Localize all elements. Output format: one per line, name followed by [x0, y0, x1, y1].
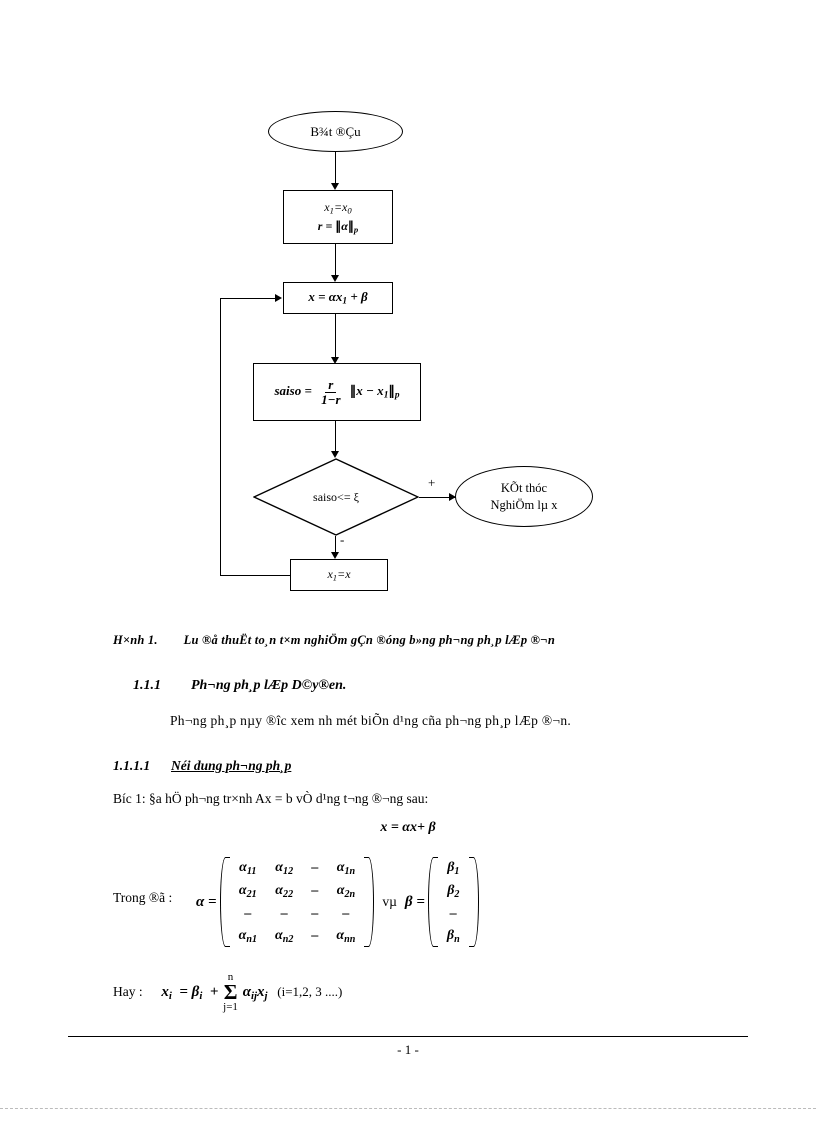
matrix-definition-row: Trong ®ã : [113, 890, 172, 906]
flowchart-error-label: saiso = r 1−r ∥x − x1∥p [274, 376, 400, 407]
sum-upper-limit: n [227, 971, 234, 983]
hay-label: Hay : [113, 983, 143, 999]
table-row: βn [438, 925, 469, 948]
sum-lower-limit: j=1 [223, 1000, 238, 1013]
matrix-cell: α1n [336, 860, 356, 877]
alpha-symbol: α = [196, 893, 217, 910]
matrix-cell: α21 [238, 882, 257, 900]
connector-start-to-init [335, 152, 336, 185]
matrix-cell: βn [446, 927, 460, 945]
vector-paren-left [427, 857, 438, 948]
matrix-cell: – [449, 905, 457, 921]
matrix-cell: – [280, 905, 288, 921]
matrix-cell: α2n [336, 882, 356, 900]
heading-1-1-1-1-number: 1.1.1.1 [113, 758, 151, 773]
flowchart-assign-node: x1=x [290, 559, 388, 591]
flowchart-end-line1: KÕt thóc [500, 480, 548, 495]
table-row: α21 α22 – α2n [230, 880, 365, 903]
heading-1-1-1-1: 1.1.1.1 Néi dung ph­¬ng ph¸p [113, 758, 291, 774]
flowchart-decision-node: saiso<= ξ [253, 458, 419, 536]
connector-decision-to-end [419, 497, 457, 498]
connector-decision-to-assign [335, 536, 336, 556]
flowchart-end-line2: NghiÖm lµ x [490, 497, 558, 512]
matrix-cell: αn2 [275, 927, 294, 945]
flowchart-start-label: B¾t ®Çu [310, 123, 361, 139]
hay-equation: xi = βi + n Σ j=1 αijxj [161, 971, 268, 1013]
arrow-loop-to-iter [275, 294, 282, 302]
diamond-shape-icon [253, 458, 419, 536]
trongdo-label: Trong ®ã : [113, 890, 173, 905]
arrow-decision-to-end [449, 493, 456, 501]
matrix-cell: – [342, 905, 350, 921]
figure-caption-number: H×nh 1. [113, 633, 158, 647]
flowchart-init-line2: r = ∥α∥p [317, 219, 359, 235]
matrix-cell: – [311, 928, 319, 944]
beta-vector: β1 β2 – βn [438, 857, 469, 947]
matrix-paren-left [219, 857, 230, 948]
va-label: vµ [382, 894, 397, 910]
heading-1-1-1: 1.1.1 Ph­¬ng ph¸p lÆp D©y®en. [133, 678, 346, 694]
matrix-cell: – [311, 883, 319, 899]
arrow-start-to-init [331, 183, 339, 190]
connector-loop-left [220, 298, 221, 576]
connector-iter-to-error [335, 314, 336, 359]
branch-yes-label: + [428, 475, 436, 490]
flowchart-init-line1: x1=x0 [324, 199, 352, 215]
table-row: – [438, 903, 469, 925]
arrow-iter-to-error [331, 357, 339, 364]
matrix-cell: – [311, 905, 319, 921]
summation-equation-row: Hay : xi = βi + n Σ j=1 αijxj (i=1,2, 3 … [113, 972, 342, 1013]
matrix-cell: β2 [447, 882, 460, 900]
paragraph-intro: Ph­¬ng ph¸p nµy ®­îc xem nh­ mét biÕn d¹… [170, 713, 572, 728]
connector-error-to-decision [335, 421, 336, 453]
table-row: αn1 αn2 – αnn [230, 925, 365, 948]
flowchart-iteration-label: x = αx1 + β [308, 289, 368, 307]
flowchart-diagram: B¾t ®Çu x1=x0 r = ∥α∥p x = αx1 + β [0, 100, 816, 610]
heading-1-1-1-number: 1.1.1 [133, 678, 161, 693]
beta-symbol: β = [404, 893, 425, 910]
flowchart-assign-label: x1=x [327, 567, 351, 583]
alpha-matrix-block: α = α11 α12 – α1n α21 α22 – α2n – – – – [196, 857, 479, 948]
vector-paren-right [468, 857, 479, 948]
flowchart-error-node: saiso = r 1−r ∥x − x1∥p [253, 363, 421, 421]
flowchart-start-node: B¾t ®Çu [268, 111, 403, 152]
matrix-cell: αn1 [238, 927, 258, 945]
table-row: α11 α12 – α1n [230, 857, 365, 880]
equation-main: x = αx+ β [380, 820, 436, 835]
arrow-init-to-iter [331, 275, 339, 282]
table-row: – – – – [230, 903, 365, 925]
arrow-error-to-decision [331, 451, 339, 458]
footer-divider [68, 1036, 748, 1037]
summation-symbol: n Σ j=1 [223, 971, 238, 1013]
figure-caption-text: L­u ®å thuËt to¸n t×m nghiÖm gÇn ®óng b»… [183, 633, 556, 647]
flowchart-decision-label: saiso<= ξ [313, 489, 359, 504]
matrix-cell: α22 [275, 882, 294, 900]
matrix-cell: – [311, 860, 319, 876]
flowchart-end-node: KÕt thóc NghiÖm lµ x [455, 466, 593, 527]
matrix-cell: α12 [275, 860, 294, 877]
figure-caption: H×nh 1. L­u ®å thuËt to¸n t×m nghiÖm gÇn … [113, 633, 753, 648]
connector-loop-top [220, 298, 276, 299]
flowchart-init-node: x1=x0 r = ∥α∥p [283, 190, 393, 244]
page-number: - 1 - [397, 1042, 419, 1057]
connector-loop-bottom [220, 575, 290, 576]
alpha-matrix: α11 α12 – α1n α21 α22 – α2n – – – – αn1 … [230, 857, 365, 947]
table-row: β2 [438, 880, 469, 903]
branch-no-label: - [340, 532, 345, 547]
matrix-cell: α11 [239, 860, 257, 877]
matrix-paren-right [364, 857, 375, 948]
paragraph-step1: B­íc 1: §­a hÖ ph­¬ng tr×nh Ax = b vÒ d¹… [113, 791, 429, 806]
matrix-cell: αnn [336, 927, 356, 945]
table-row: β1 [438, 857, 469, 880]
arrow-decision-to-assign [331, 552, 339, 559]
hay-range: (i=1,2, 3 ....) [277, 983, 343, 999]
connector-init-to-iter [335, 244, 336, 277]
matrix-cell: β1 [447, 860, 460, 877]
bottom-dashed-line [0, 1108, 816, 1109]
heading-1-1-1-title: Ph­¬ng ph¸p lÆp D©y®en. [191, 678, 347, 693]
heading-1-1-1-1-title: Néi dung ph­¬ng ph¸p [171, 758, 292, 773]
flowchart-iteration-node: x = αx1 + β [283, 282, 393, 314]
matrix-cell: – [244, 905, 252, 921]
